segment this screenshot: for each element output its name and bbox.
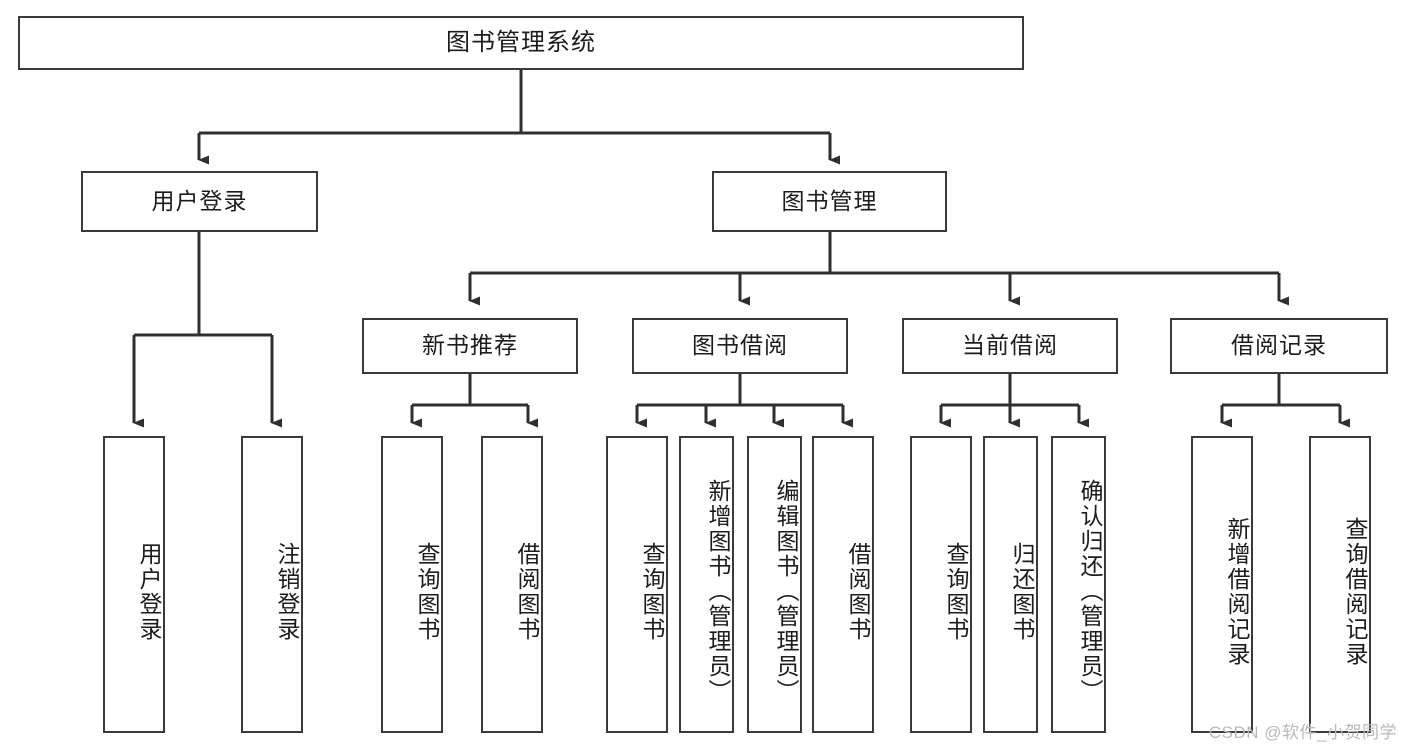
leaf-borrow-book-borrow[interactable]: 借阅图书 — [812, 436, 874, 733]
leaf-add-book-admin[interactable]: 新增图书（管理员） — [679, 436, 734, 733]
leaf-query-book-newbook[interactable]: 查询图书 — [381, 436, 443, 733]
leaf-logout[interactable]: 注销登录 — [241, 436, 303, 733]
node-current-borrow[interactable]: 当前借阅 — [902, 318, 1118, 374]
node-new-book-recommend[interactable]: 新书推荐 — [362, 318, 578, 374]
leaf-user-login[interactable]: 用户登录 — [103, 436, 165, 733]
leaf-query-book-borrow[interactable]: 查询图书 — [606, 436, 668, 733]
node-root-library-system[interactable]: 图书管理系统 — [18, 16, 1024, 70]
leaf-query-borrow-record[interactable]: 查询借阅记录 — [1309, 436, 1371, 733]
leaf-borrow-book-newbook[interactable]: 借阅图书 — [481, 436, 543, 733]
node-book-borrow[interactable]: 图书借阅 — [632, 318, 848, 374]
node-user-login[interactable]: 用户登录 — [81, 171, 318, 232]
node-borrow-record[interactable]: 借阅记录 — [1170, 318, 1388, 374]
leaf-confirm-return-admin[interactable]: 确认归还（管理员） — [1051, 436, 1106, 733]
leaf-return-book[interactable]: 归还图书 — [983, 436, 1038, 733]
node-book-management[interactable]: 图书管理 — [712, 171, 947, 232]
leaf-add-borrow-record[interactable]: 新增借阅记录 — [1191, 436, 1253, 733]
leaf-edit-book-admin[interactable]: 编辑图书（管理员） — [747, 436, 802, 733]
csdn-watermark: CSDN @软件_小贺同学 — [1208, 723, 1397, 742]
leaf-query-book-current[interactable]: 查询图书 — [910, 436, 972, 733]
